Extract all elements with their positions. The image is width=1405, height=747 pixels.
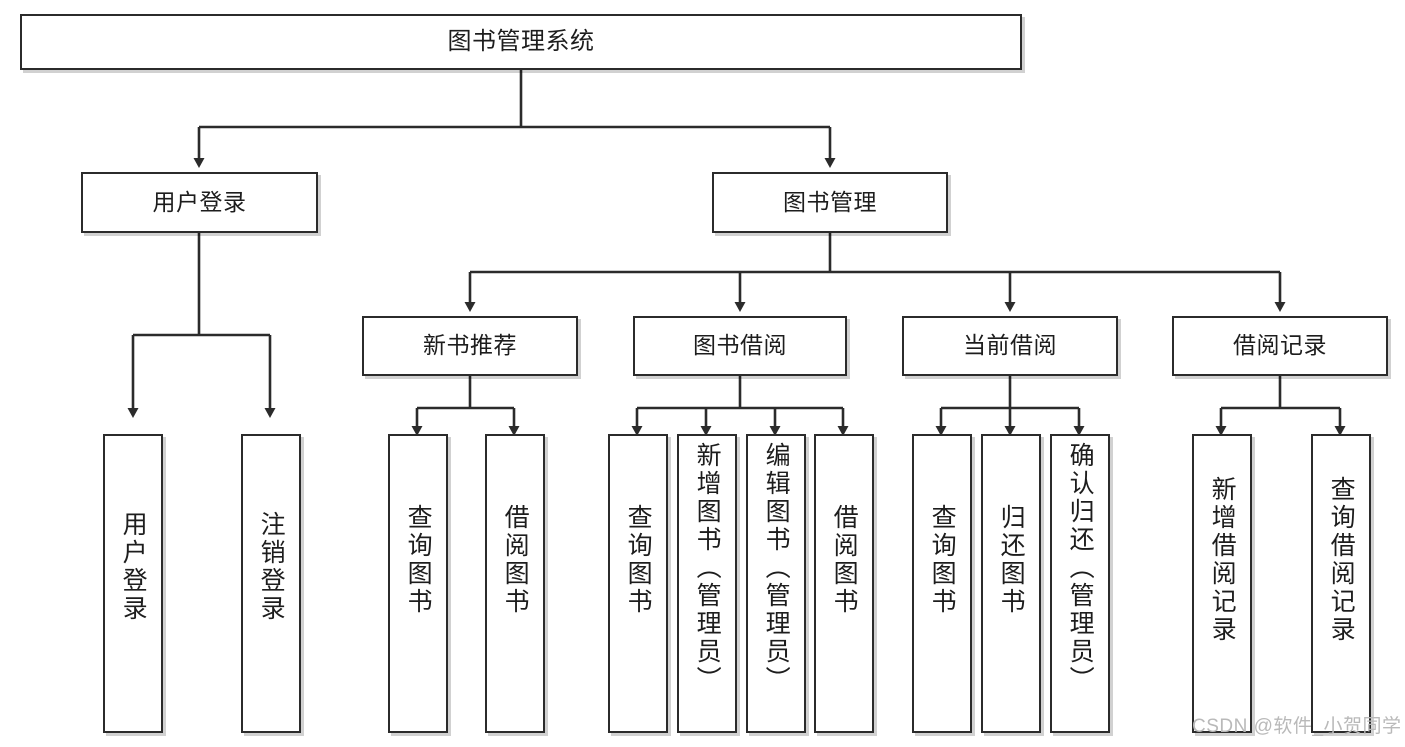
node-label: 查询图书 (928, 504, 957, 616)
leaf-current-borrow-query-book[interactable]: 查询图书 (912, 434, 972, 733)
leaf-user-login-logout[interactable]: 注销登录 (241, 434, 301, 733)
node-book-management[interactable]: 图书管理 (712, 172, 948, 233)
node-label: 归还图书 (997, 504, 1026, 616)
node-label: 借阅记录 (1233, 332, 1327, 359)
csdn-watermark: CSDN @软件_小贺同学 (1192, 716, 1402, 737)
node-label: 图书管理系统 (447, 27, 595, 55)
leaf-book-borrow-edit-book-admin[interactable]: 编辑图书（管理员） (746, 434, 806, 733)
node-current-borrow[interactable]: 当前借阅 (902, 316, 1118, 376)
leaf-borrow-record-add-record[interactable]: 新增借阅记录 (1192, 434, 1252, 733)
leaf-current-borrow-confirm-return-admin[interactable]: 确认归还（管理员） (1050, 434, 1110, 733)
leaf-book-borrow-query-book[interactable]: 查询图书 (608, 434, 668, 733)
node-label: 用户登录 (152, 188, 247, 215)
node-new-book-recommend[interactable]: 新书推荐 (362, 316, 578, 376)
node-user-login[interactable]: 用户登录 (81, 172, 318, 233)
leaf-current-borrow-return-book[interactable]: 归还图书 (981, 434, 1041, 733)
node-label: 查询图书 (624, 504, 653, 616)
node-label: 新增图书（管理员） (693, 442, 722, 694)
leaf-user-login-login[interactable]: 用户登录 (103, 434, 163, 733)
node-label: 新书推荐 (423, 332, 517, 359)
node-label: 新增借阅记录 (1208, 476, 1237, 644)
node-borrow-record[interactable]: 借阅记录 (1172, 316, 1388, 376)
node-label: 借阅图书 (830, 504, 859, 616)
node-label: 图书管理 (783, 188, 877, 215)
leaf-new-book-query-book[interactable]: 查询图书 (388, 434, 448, 733)
leaf-new-book-borrow-book[interactable]: 借阅图书 (485, 434, 545, 733)
node-label: 当前借阅 (963, 332, 1057, 359)
node-label: 编辑图书（管理员） (762, 442, 791, 694)
node-book-borrow[interactable]: 图书借阅 (633, 316, 847, 376)
leaf-borrow-record-query-record[interactable]: 查询借阅记录 (1311, 434, 1371, 733)
node-label: 查询图书 (404, 504, 433, 616)
node-label: 查询借阅记录 (1327, 476, 1356, 644)
node-label: 图书借阅 (693, 332, 787, 359)
node-label: 确认归还（管理员） (1066, 442, 1095, 694)
node-label: 借阅图书 (501, 504, 530, 616)
node-label: 用户登录 (119, 511, 148, 623)
leaf-book-borrow-borrow-book[interactable]: 借阅图书 (814, 434, 874, 733)
node-root-book-management-system[interactable]: 图书管理系统 (20, 14, 1022, 70)
leaf-book-borrow-add-book-admin[interactable]: 新增图书（管理员） (677, 434, 737, 733)
node-label: 注销登录 (257, 511, 286, 623)
